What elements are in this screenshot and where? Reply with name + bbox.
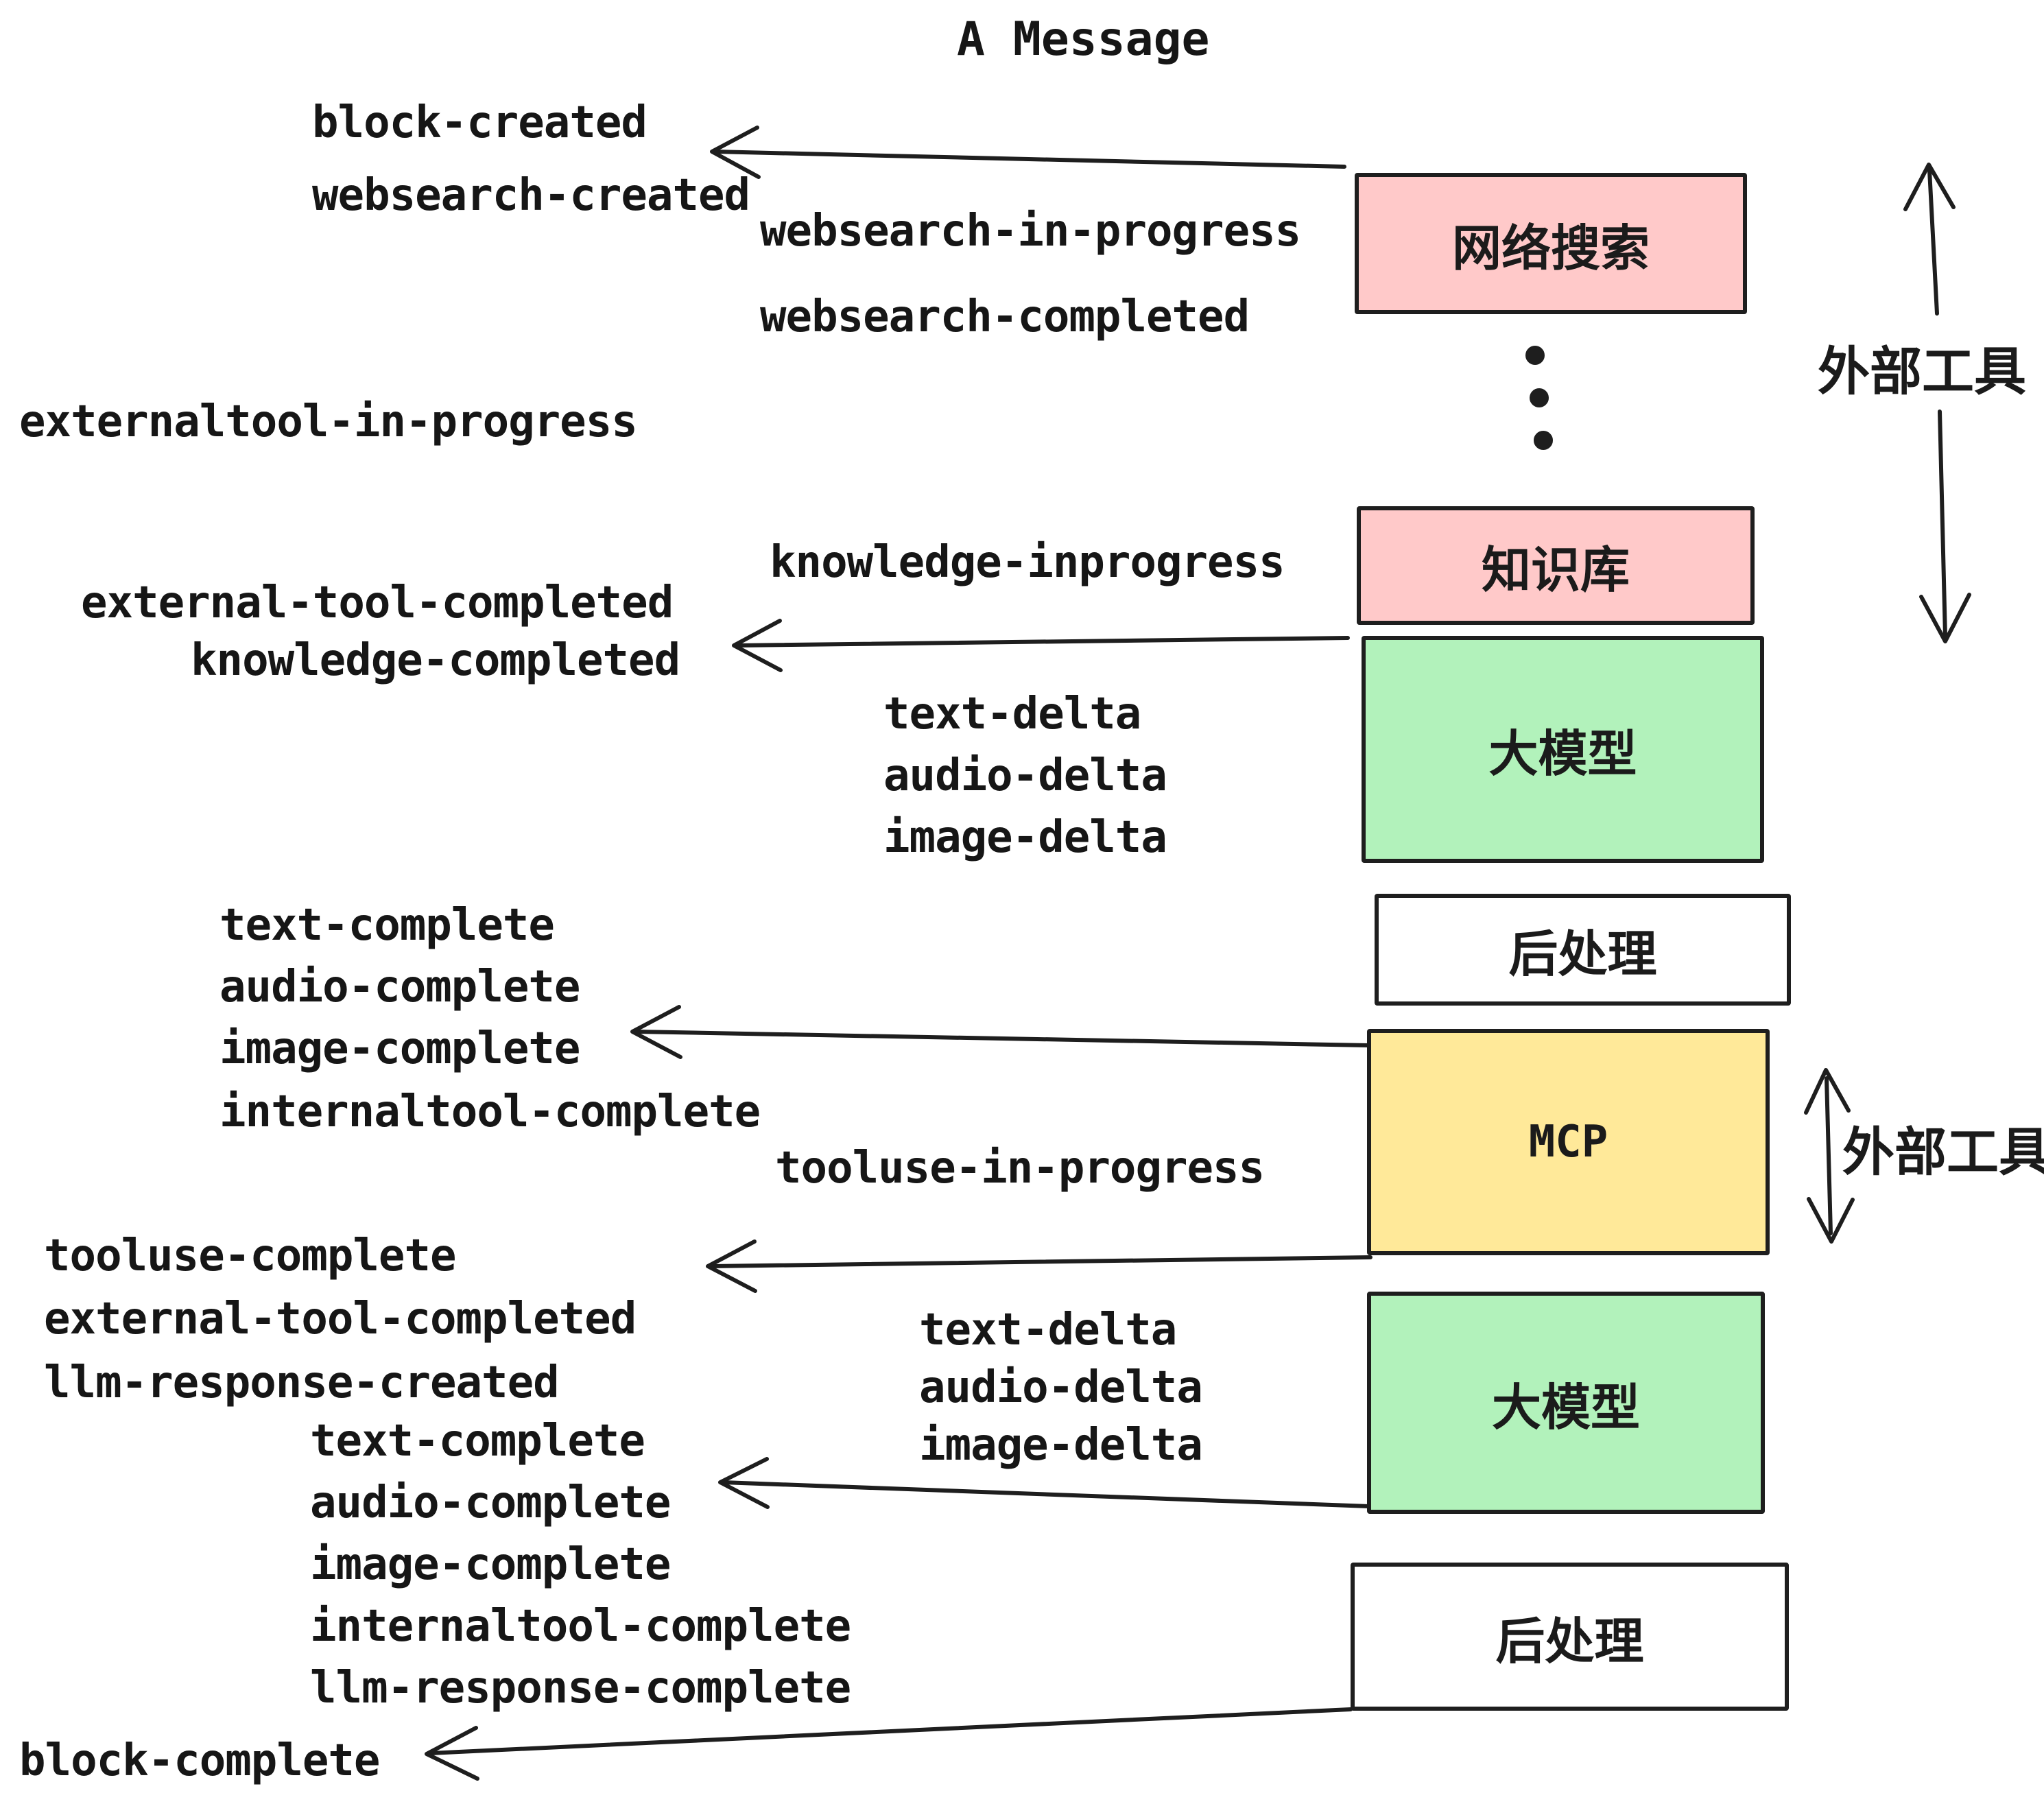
node-knowledge: 知识库 xyxy=(1357,506,1755,625)
event-text-delta-1: text-delta xyxy=(883,689,1141,739)
node-llm-bottom: 大模型 xyxy=(1367,1292,1765,1514)
event-audio-delta-2: audio-delta xyxy=(919,1362,1203,1413)
event-llm-response-created: llm-response-created xyxy=(44,1357,560,1408)
arrow-knowledge-completed-head xyxy=(732,619,783,672)
event-image-delta-1: image-delta xyxy=(883,812,1167,863)
node-post-bottom-label: 后处理 xyxy=(1495,1612,1644,1670)
event-internaltool-complete-1: internaltool-complete xyxy=(219,1087,761,1137)
node-mcp-label: MCP xyxy=(1528,1117,1608,1167)
arrow-image-complete-head xyxy=(630,1005,682,1059)
event-audio-complete-1: audio-complete xyxy=(219,962,580,1012)
arrow-knowledge-completed xyxy=(735,636,1350,648)
arrow-tooluse-complete-head xyxy=(706,1239,757,1293)
event-externaltool-in-progress: externaltool-in-progress xyxy=(19,396,638,447)
ellipsis-dot xyxy=(1530,388,1549,407)
event-tooluse-in-progress: tooluse-in-progress xyxy=(775,1143,1265,1194)
mcp-external-arrow-up-head xyxy=(1804,1068,1851,1115)
event-external-tool-completed-1: external-tool-completed xyxy=(81,578,674,628)
event-internaltool-complete-2: internaltool-complete xyxy=(310,1601,851,1652)
event-text-complete-1: text-complete xyxy=(219,900,555,951)
node-post-top: 后处理 xyxy=(1375,894,1791,1006)
event-image-complete-1: image-complete xyxy=(219,1023,580,1074)
event-llm-response-complete: llm-response-complete xyxy=(310,1663,851,1713)
node-llm-top: 大模型 xyxy=(1362,636,1764,863)
arrow-block-complete-head xyxy=(425,1726,479,1781)
event-audio-delta-1: audio-delta xyxy=(883,750,1167,801)
event-image-complete-2: image-complete xyxy=(310,1539,671,1590)
event-text-complete-2: text-complete xyxy=(310,1416,645,1467)
mcp-external-arrow xyxy=(1825,1076,1833,1235)
event-websearch-completed: websearch-completed xyxy=(760,292,1250,342)
event-image-delta-2: image-delta xyxy=(919,1420,1203,1471)
arrow-tooluse-complete xyxy=(709,1255,1372,1268)
node-llm-bottom-label: 大模型 xyxy=(1491,1378,1640,1436)
node-mcp: MCP xyxy=(1367,1029,1770,1255)
arrow-block-complete xyxy=(429,1707,1353,1755)
arrow-audio-complete-head xyxy=(718,1457,770,1509)
node-knowledge-label: 知识库 xyxy=(1481,541,1630,599)
event-websearch-created: websearch-created xyxy=(312,170,750,221)
page-title: A Message xyxy=(957,12,1210,67)
arrow-block-created-head xyxy=(710,126,761,179)
event-knowledge-inprogress: knowledge-inprogress xyxy=(770,537,1285,588)
event-text-delta-2: text-delta xyxy=(919,1305,1177,1355)
node-post-top-label: 后处理 xyxy=(1508,925,1657,983)
node-websearch: 网络搜索 xyxy=(1355,173,1747,314)
external-tools-arrow-up-head xyxy=(1903,163,1956,211)
external-tools-note-mcp: 外部工具 xyxy=(1842,1121,2044,1183)
external-tools-arrow-up xyxy=(1927,168,1939,316)
external-tools-arrow-down-head xyxy=(1919,593,1971,643)
external-tools-note-top: 外部工具 xyxy=(1818,341,2026,402)
arrow-block-created xyxy=(713,150,1346,169)
event-tooluse-complete: tooluse-complete xyxy=(44,1231,456,1281)
node-llm-top-label: 大模型 xyxy=(1488,725,1637,783)
event-external-tool-completed-2: external-tool-completed xyxy=(44,1294,637,1344)
event-audio-complete-2: audio-complete xyxy=(310,1477,671,1528)
event-block-complete: block-complete xyxy=(19,1735,380,1786)
event-websearch-in-progress: websearch-in-progress xyxy=(760,206,1301,257)
external-tools-arrow-down xyxy=(1938,410,1947,639)
event-knowledge-completed: knowledge-completed xyxy=(191,635,680,686)
arrow-audio-complete xyxy=(721,1480,1371,1508)
ellipsis-dot xyxy=(1525,346,1545,365)
node-post-bottom: 后处理 xyxy=(1351,1563,1789,1711)
arrow-image-complete xyxy=(634,1030,1370,1047)
ellipsis-dot xyxy=(1534,431,1553,450)
node-websearch-label: 网络搜索 xyxy=(1451,219,1650,277)
mcp-external-arrow-down-head xyxy=(1807,1197,1855,1244)
event-block-created: block-created xyxy=(312,97,647,148)
